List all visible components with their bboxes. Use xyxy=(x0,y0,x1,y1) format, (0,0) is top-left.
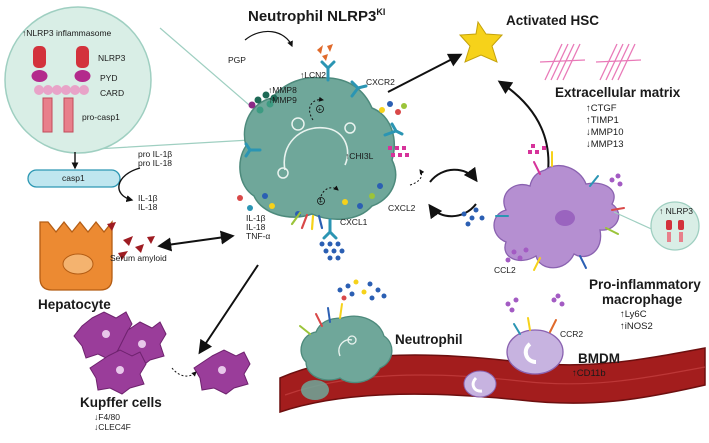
pyd-label: PYD xyxy=(100,73,118,83)
kupffer-dashed-arrow xyxy=(171,367,197,377)
macrophage-nlrp3-inset xyxy=(650,201,700,251)
il1b: IL-1β xyxy=(138,193,158,203)
pro-casp1-label: pro-casp1 xyxy=(82,112,120,122)
ccl2-dots xyxy=(505,247,529,263)
nlrp3-icon xyxy=(31,46,91,133)
pgp-label: PGP xyxy=(228,55,246,65)
inflammasome-heading: ↑NLRP3 inflammasome xyxy=(22,28,112,38)
cleavage-arrow xyxy=(118,167,141,203)
serum-amyloid-label: Serum amyloid xyxy=(110,253,167,263)
svg-text:+: + xyxy=(318,107,322,114)
nlrp3-label: NLRP3 xyxy=(98,53,126,63)
title-main: Neutrophil NLRP3 xyxy=(248,8,377,25)
hsc-icon xyxy=(458,20,504,63)
macrophage-icon xyxy=(493,165,620,269)
neutrophil-vessel xyxy=(299,303,393,384)
neutrophil-main: + + xyxy=(237,44,409,240)
ecm-fibres xyxy=(539,43,642,81)
kupffer-label: Kupffer cells xyxy=(80,395,162,410)
lcn2-label: ↑LCN2 xyxy=(300,70,326,80)
macrophage-marker-inos2: ↑iNOS2 xyxy=(620,321,653,332)
macrophage-to-hsc-arrow xyxy=(497,80,550,173)
chi3l-label: ↑CHI3L xyxy=(345,151,374,161)
macrophage-label-line2: macrophage xyxy=(602,292,683,307)
kupffer-marker-clec4f: ↓CLEC4F xyxy=(94,422,131,432)
bmdm-marker: ↑CD11b xyxy=(572,368,606,379)
zoom-connector xyxy=(77,27,256,151)
secreted-il18: IL-18 xyxy=(246,222,266,232)
chi3l-squares xyxy=(388,146,409,157)
secreted-tnfa: TNF-α xyxy=(246,231,271,241)
pro-il18: pro IL-18 xyxy=(138,158,173,168)
ecm-marker-mmp13: ↓MMP13 xyxy=(586,139,624,150)
il18: IL-18 xyxy=(138,202,158,212)
bmdm-in-vessel xyxy=(463,370,497,398)
casp1-pill xyxy=(27,169,121,188)
title-superscript: KI xyxy=(376,7,386,17)
hepatocyte-label: Hepatocyte xyxy=(38,297,111,312)
ecm-marker-timp1: ↑TIMP1 xyxy=(586,115,619,126)
mmp-granules xyxy=(248,91,278,114)
bmdm-label: BMDM xyxy=(578,351,620,366)
casp1-label: casp1 xyxy=(62,173,85,183)
neutrophil-to-kupffer-arrow xyxy=(198,264,259,355)
card-label: CARD xyxy=(100,88,125,98)
cxcl-cluster-bottom xyxy=(319,241,345,261)
neutrophil-vessel-label: Neutrophil xyxy=(395,332,463,347)
cycle-arrow-bottom xyxy=(428,203,477,220)
ecm-marker-mmp10: ↓MMP10 xyxy=(586,127,624,138)
title: Neutrophil NLRP3KI xyxy=(248,7,386,25)
hsc-label: Activated HSC xyxy=(506,13,600,28)
mmp9-label: ↑MMP9 xyxy=(268,95,297,105)
cxcr2-label: CXCR2 xyxy=(366,77,395,87)
cxcl2-label: CXCL2 xyxy=(388,203,416,213)
ccr2-label: CCR2 xyxy=(560,329,584,339)
lcn2-granules xyxy=(317,44,333,61)
cycle-arrow-top xyxy=(429,166,478,183)
serum-amyloid-icon xyxy=(107,222,155,260)
pro-il1b: pro IL-1β xyxy=(138,149,173,159)
neutrophil-to-hsc-arrow xyxy=(387,53,463,93)
bmdm-icon xyxy=(506,317,564,375)
macrophage-marker-ly6c: ↑Ly6C xyxy=(620,309,647,320)
secreted-il1b: IL-1β xyxy=(246,213,266,223)
neutrophil-in-vessel xyxy=(301,380,329,400)
ccl2-label: CCL2 xyxy=(494,265,516,275)
macrophage-label-line1: Pro-inflammatory xyxy=(589,277,701,292)
ecm-label: Extracellular matrix xyxy=(555,85,681,100)
chemokine-dots xyxy=(237,101,407,217)
cxcl1-label: CXCL1 xyxy=(340,217,368,227)
hepatocyte-icon xyxy=(39,220,113,291)
svg-text:+: + xyxy=(319,199,323,206)
mmp8-label: ↑MMP8 xyxy=(268,85,297,95)
macrophage-inset-label: ↑ NLRP3 xyxy=(659,206,694,216)
kupffer-cells-icon xyxy=(73,311,251,395)
pgp-arrow xyxy=(244,30,293,48)
inflammasome-inset xyxy=(4,6,152,154)
hepatocyte-neutrophil-arrow xyxy=(157,230,235,252)
ecm-marker-ctgf: ↑CTGF xyxy=(586,103,617,114)
kupffer-marker-f480: ↓F4/80 xyxy=(94,412,120,422)
macrophage-receptors xyxy=(495,151,625,271)
